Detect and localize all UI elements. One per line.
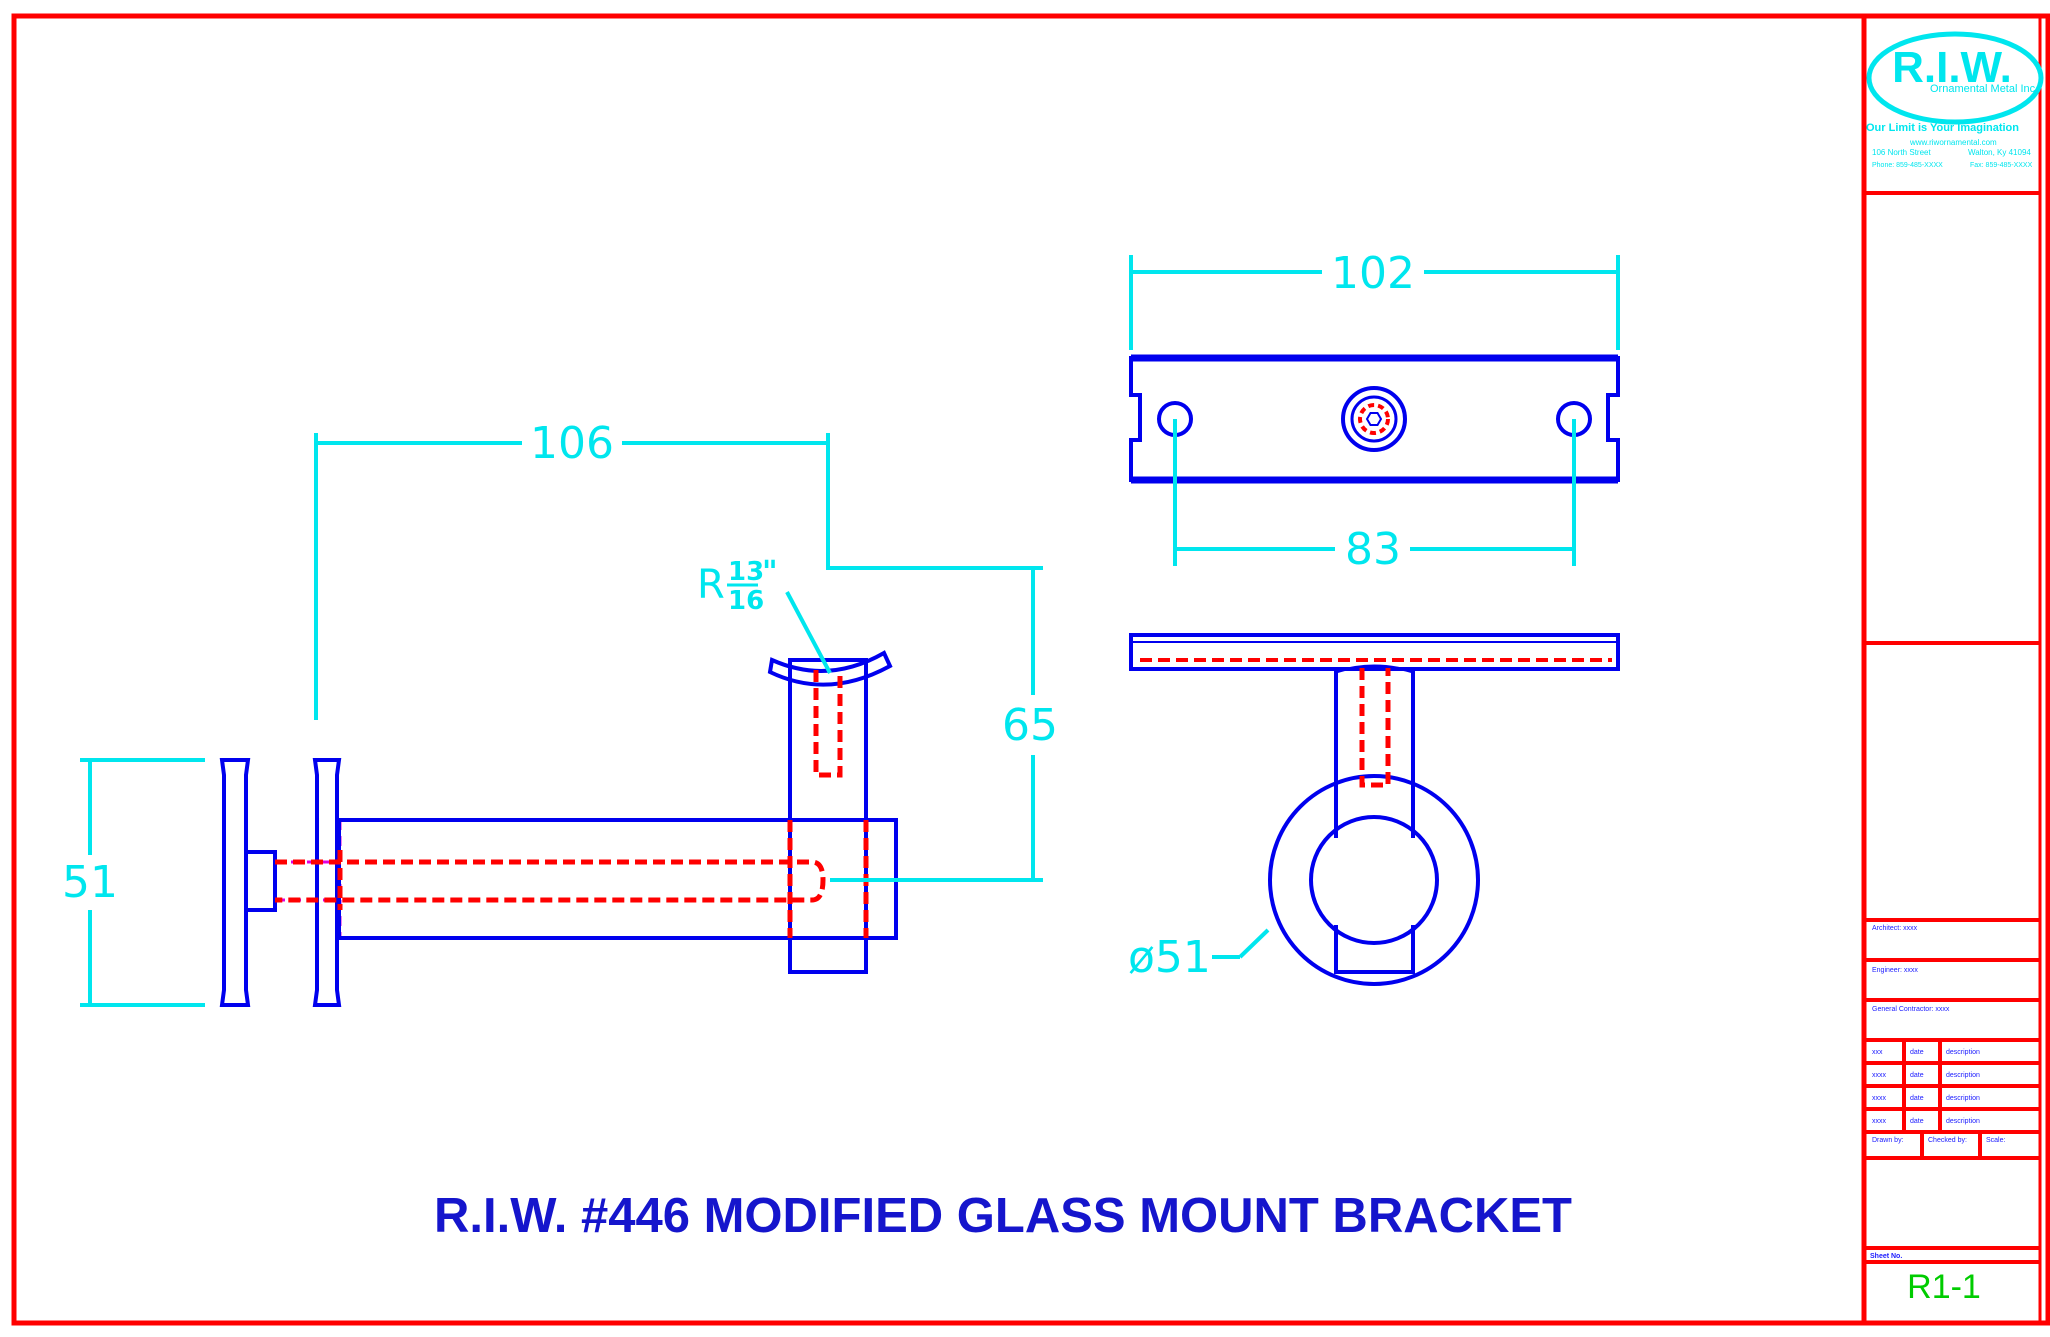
rev-row-1-a: xxx bbox=[1872, 1049, 1883, 1056]
logo-website: www.riwornamental.com bbox=[1909, 138, 1997, 147]
logo-swoosh-icon bbox=[1866, 31, 2044, 125]
logo-company: Ornamental Metal Inc. bbox=[1930, 83, 2038, 95]
front-ring bbox=[1268, 774, 1480, 986]
logo-mark: R.I.W. bbox=[1892, 43, 2012, 92]
center-hidden-bore bbox=[1358, 403, 1390, 435]
center-boss-inner bbox=[1350, 395, 1398, 443]
front-post bbox=[1334, 670, 1415, 974]
mounting-plate-top bbox=[1129, 356, 1620, 482]
front-view: ø51 bbox=[1128, 633, 1620, 986]
dim-radius-numerator: 13 bbox=[728, 557, 764, 587]
dim-side-rise bbox=[828, 566, 1043, 882]
dim-radius-denominator: 16 bbox=[728, 586, 764, 616]
logo-slogan: Our Limit is Your Imagination bbox=[1866, 122, 2019, 134]
dim-radius-callout: R 13 16 " bbox=[697, 555, 832, 674]
logo-street: 106 North Street bbox=[1872, 148, 1931, 157]
logo-city: Walton, Ky 41094 bbox=[1968, 148, 2031, 157]
title-block-labels: Architect: xxxx Engineer: xxxx General C… bbox=[1870, 925, 2006, 1260]
wall-plate-inner bbox=[312, 758, 342, 1007]
saddle-cup bbox=[767, 650, 893, 687]
dim-top-holes bbox=[1173, 419, 1576, 566]
contractor-label: General Contractor: xxxx bbox=[1872, 1006, 1950, 1013]
company-logo: R.I.W. Ornamental Metal Inc. Our Limit i… bbox=[1866, 31, 2044, 169]
rev-row-1-c: description bbox=[1946, 1049, 1980, 1056]
hidden-threaded-rod bbox=[275, 670, 869, 938]
engineer-label: Engineer: xxxx bbox=[1872, 967, 1918, 974]
rev-row-2-a: xxxx bbox=[1872, 1072, 1887, 1079]
side-view: 51 106 65 R 13 16 " bbox=[62, 418, 1058, 1007]
center-boss-outer bbox=[1341, 386, 1407, 452]
top-view: 102 83 bbox=[1129, 248, 1620, 575]
phantom-bolt bbox=[275, 820, 342, 940]
front-hidden-rod bbox=[1359, 668, 1391, 788]
dim-side-rise-text: 65 bbox=[1002, 700, 1058, 751]
dim-radius-prefix: R bbox=[697, 562, 725, 608]
dim-top-overall bbox=[1129, 255, 1620, 350]
rev-row-1-b: date bbox=[1910, 1049, 1924, 1056]
wall-plate-outer bbox=[219, 758, 251, 1007]
rev-row-4-b: date bbox=[1910, 1118, 1924, 1125]
rev-row-2-b: date bbox=[1910, 1072, 1924, 1079]
dim-side-height bbox=[80, 758, 205, 1007]
logo-phone: Phone: 859-485-XXXX bbox=[1872, 162, 1943, 169]
front-plate bbox=[1129, 633, 1620, 671]
front-bore bbox=[1309, 815, 1439, 945]
title-block-grid bbox=[1864, 191, 2040, 1264]
drawn-by-label: Drawn by: bbox=[1872, 1137, 1904, 1144]
bracket-post bbox=[788, 658, 868, 974]
dim-side-length bbox=[314, 433, 830, 720]
sheet-number: R1-1 bbox=[1907, 1268, 1981, 1306]
front-post-top-curve bbox=[1335, 664, 1414, 674]
drawing-title: R.I.W. #446 MODIFIED GLASS MOUNT BRACKET bbox=[434, 1189, 1572, 1243]
dim-top-overall-text: 102 bbox=[1331, 248, 1415, 299]
scale-label: Scale: bbox=[1986, 1137, 2006, 1144]
architect-label: Architect: xxxx bbox=[1872, 925, 1918, 932]
rev-row-3-c: description bbox=[1946, 1095, 1980, 1102]
bracket-arm bbox=[337, 818, 898, 940]
rev-row-4-c: description bbox=[1946, 1118, 1980, 1125]
dim-front-diameter-text: ø51 bbox=[1128, 932, 1211, 983]
rev-row-3-b: date bbox=[1910, 1095, 1924, 1102]
dim-side-length-text: 106 bbox=[530, 418, 614, 469]
dim-radius-mark: " bbox=[762, 555, 778, 590]
rev-row-4-a: xxxx bbox=[1872, 1118, 1887, 1125]
mounting-stud bbox=[244, 850, 277, 912]
sheet-no-label: Sheet No. bbox=[1870, 1253, 1902, 1260]
rev-row-3-a: xxxx bbox=[1872, 1095, 1887, 1102]
hex-socket-icon bbox=[1365, 412, 1383, 426]
rev-row-2-c: description bbox=[1946, 1072, 1980, 1079]
checked-by-label: Checked by: bbox=[1928, 1137, 1967, 1144]
logo-fax: Fax: 859-485-XXXX bbox=[1970, 162, 2033, 169]
dim-top-holes-text: 83 bbox=[1345, 524, 1401, 575]
dim-front-diameter bbox=[1212, 928, 1270, 959]
outer-frame bbox=[11, 13, 2050, 1326]
dim-side-height-text: 51 bbox=[62, 857, 118, 908]
